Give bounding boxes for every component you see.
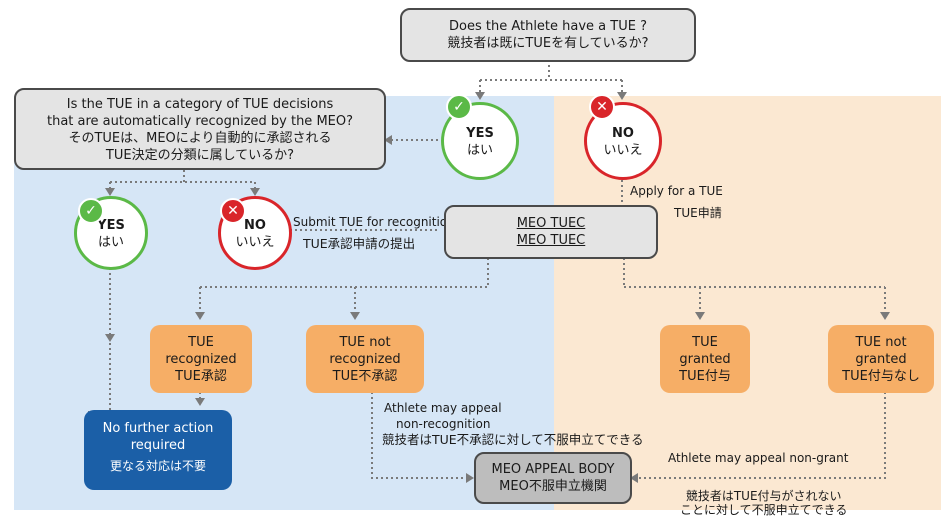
yes-to-nofurther-connector <box>88 268 111 413</box>
no-left-jp: いいえ <box>235 235 275 250</box>
nonrec-to-appeal-connector <box>371 392 472 479</box>
meo-appeal-body-box: MEO APPEAL BODY MEO不服申立機関 <box>474 452 632 504</box>
not-granted-l1: TUE not <box>855 335 907 350</box>
meo-tuec-box: MEO TUEC MEO TUEC <box>444 205 658 259</box>
apply-jp: TUE申請 <box>674 206 722 220</box>
question-has-tue: Does the Athlete have a TUE ? 競技者は既にTUEを… <box>400 8 696 62</box>
yes-auto-recognized: YES はい <box>74 196 148 270</box>
check-icon: ✓ <box>446 94 472 120</box>
no-further-action-box: No further action required 更なる対応は不要 <box>84 410 232 490</box>
arrow-not-recognized <box>350 312 360 320</box>
submit-label: Submit TUE for recognition TUE承認申請の提出 <box>293 214 455 252</box>
recognized-jp: TUE承認 <box>175 369 227 384</box>
not-recognized-jp: TUE不承認 <box>332 369 398 384</box>
arrow-not-granted <box>880 312 890 320</box>
cross-icon: ✕ <box>220 198 246 224</box>
granted-jp: TUE付与 <box>679 369 731 384</box>
yes-left-label: YES <box>97 218 125 233</box>
not-granted-jp: TUE付与なし <box>842 369 920 384</box>
appeal-nongrant-jp: 競技者はTUE付与がされない ことに対して不服申立てできる <box>680 488 847 517</box>
arrow-no-top <box>617 92 627 100</box>
no-top-jp: いいえ <box>603 143 643 158</box>
arrow-appeal-left <box>466 473 474 483</box>
no-further-jp: 更なる対応は不要 <box>109 459 206 473</box>
meo-tuec-line2: MEO TUEC <box>516 233 586 248</box>
not-granted-l2: granted <box>855 352 907 367</box>
recognized-l1: TUE <box>188 335 214 350</box>
arrow-no-further <box>195 398 205 406</box>
appeal-nonrecognition-label: Athlete may appeal non-recognition 競技者はT… <box>382 400 644 448</box>
arrow-yes-top <box>475 92 485 100</box>
nongrant-to-appeal-connector <box>632 392 886 479</box>
appeal-nonrec-en2: non-recognition <box>396 417 491 431</box>
q2-en1: Is the TUE in a category of TUE decision… <box>66 97 334 112</box>
question-auto-recognized: Is the TUE in a category of TUE decision… <box>14 88 386 170</box>
q2-en2: that are automatically recognized by the… <box>46 114 354 129</box>
yes-top-label: YES <box>466 126 494 141</box>
q1-jp: 競技者は既にTUEを有しているか? <box>447 36 649 51</box>
q2-jp1: そのTUEは、MEOにより自動的に承認される <box>68 131 332 146</box>
granted-l1: TUE <box>692 335 718 350</box>
meo-tuec-line1: MEO TUEC <box>516 216 586 231</box>
cross-icon: ✕ <box>589 94 615 120</box>
arrow-to-q2 <box>384 135 392 145</box>
outcome-tue-granted: TUE granted TUE付与 <box>660 325 750 393</box>
no-top-label: NO <box>612 126 634 141</box>
arrow-granted <box>695 312 705 320</box>
arrow-recognized <box>195 312 205 320</box>
no-further-l1: No further action <box>102 421 214 436</box>
yes-left-jp: はい <box>97 235 124 250</box>
outcome-tue-not-granted: TUE not granted TUE付与なし <box>828 325 934 393</box>
arrow-no-left <box>250 188 260 196</box>
no-left-label: NO <box>244 218 266 233</box>
tuec-right-split <box>623 258 886 318</box>
arrow-appeal-right <box>630 473 638 483</box>
appeal-nonrec-en1: Athlete may appeal <box>384 401 502 415</box>
arrow-yes-mid <box>105 334 115 342</box>
check-icon: ✓ <box>78 198 104 224</box>
outcome-tue-recognized: TUE recognized TUE承認 <box>150 325 252 393</box>
q2-jp2: TUE決定の分類に属しているか? <box>105 148 295 163</box>
appeal-nongrant-en: Athlete may appeal non-grant <box>668 451 849 465</box>
submit-jp: TUE承認申請の提出 <box>303 236 416 251</box>
no-further-l2: required <box>130 438 186 453</box>
recognized-l2: recognized <box>165 352 237 367</box>
not-recognized-l1: TUE not <box>339 335 391 350</box>
apply-en: Apply for a TUE <box>630 184 723 198</box>
q1-split-connector <box>479 60 623 98</box>
granted-l2: granted <box>679 352 731 367</box>
appeal-nonrec-jp: 競技者はTUE不承認に対して不服申立てできる <box>382 432 644 447</box>
appeal-nongrant-jp1: 競技者はTUE付与がされない <box>685 489 842 503</box>
appeal-body-en: MEO APPEAL BODY <box>491 462 615 477</box>
q2-split-connector <box>109 170 256 194</box>
yes-top-jp: はい <box>466 143 493 158</box>
not-recognized-l2: recognized <box>329 352 401 367</box>
submit-en: Submit TUE for recognition <box>293 215 455 229</box>
appeal-body-jp: MEO不服申立機関 <box>499 479 607 494</box>
appeal-nongrant-jp2: ことに対して不服申立てできる <box>680 504 848 517</box>
q1-en: Does the Athlete have a TUE ? <box>448 19 647 34</box>
apply-label: Apply for a TUE TUE申請 <box>630 183 723 221</box>
arrow-yes-left <box>105 188 115 196</box>
outcome-tue-not-recognized: TUE not recognized TUE不承認 <box>306 325 424 393</box>
